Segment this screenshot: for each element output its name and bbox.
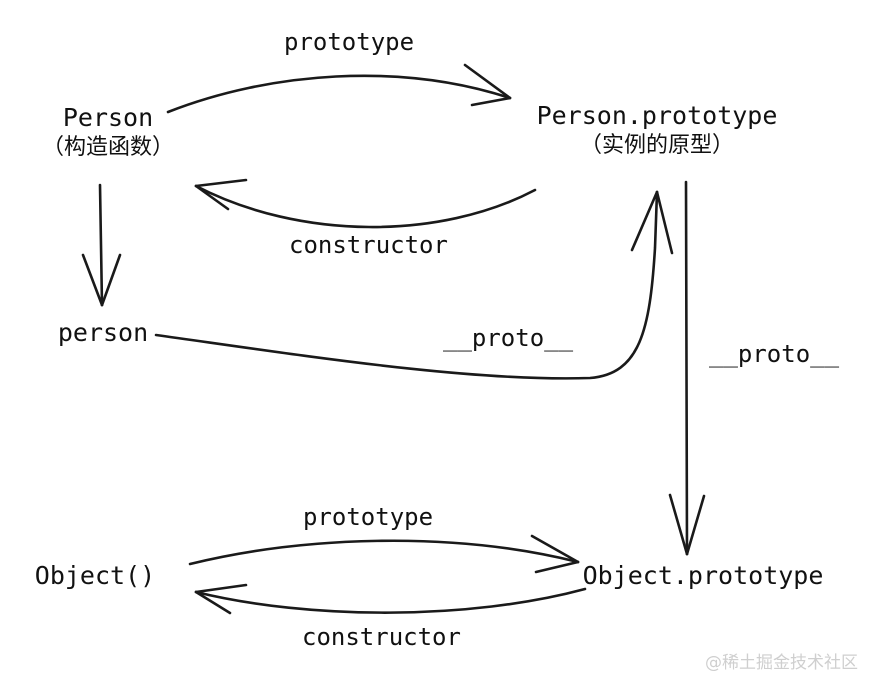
node-person-prototype[interactable]: Person.prototype （实例的原型） <box>512 100 802 160</box>
edge-label-bottom-constructor: constructor <box>302 623 461 651</box>
edge-label-top-prototype: prototype <box>284 28 415 56</box>
watermark: @稀土掘金技术社区 <box>705 653 858 673</box>
edge-label-instance-proto: __proto__ <box>443 324 574 352</box>
edge-person-instance-arrow <box>81 183 122 307</box>
node-person-constructor-sublabel: （构造函数） <box>41 135 174 160</box>
node-object-prototype-label: Object.prototype <box>582 561 824 590</box>
node-person-instance[interactable]: person <box>8 317 198 349</box>
edge-object-constructor-arrow <box>194 583 587 615</box>
edge-label-bottom-prototype: prototype <box>303 503 434 531</box>
edge-object-prototype-arrow <box>188 534 580 574</box>
edge-constructor-arrow <box>194 178 537 229</box>
edge-instance-proto-arrow <box>154 190 674 380</box>
node-person-constructor[interactable]: Person （构造函数） <box>0 102 216 162</box>
node-object-constructor-label: Object() <box>34 561 156 590</box>
node-person-instance-label: person <box>57 318 149 347</box>
edge-person-prototype-arrow <box>166 63 512 114</box>
edge-prototype-proto-arrow <box>668 180 706 556</box>
edge-label-prototype-proto: __proto__ <box>709 340 840 368</box>
node-person-constructor-label: Person <box>62 103 154 132</box>
node-object-constructor[interactable]: Object() <box>0 560 190 592</box>
node-object-prototype[interactable]: Object.prototype <box>568 560 838 592</box>
edge-label-top-constructor: constructor <box>289 231 448 259</box>
node-person-prototype-sublabel: （实例的原型） <box>579 133 734 158</box>
node-person-prototype-label: Person.prototype <box>536 101 778 130</box>
